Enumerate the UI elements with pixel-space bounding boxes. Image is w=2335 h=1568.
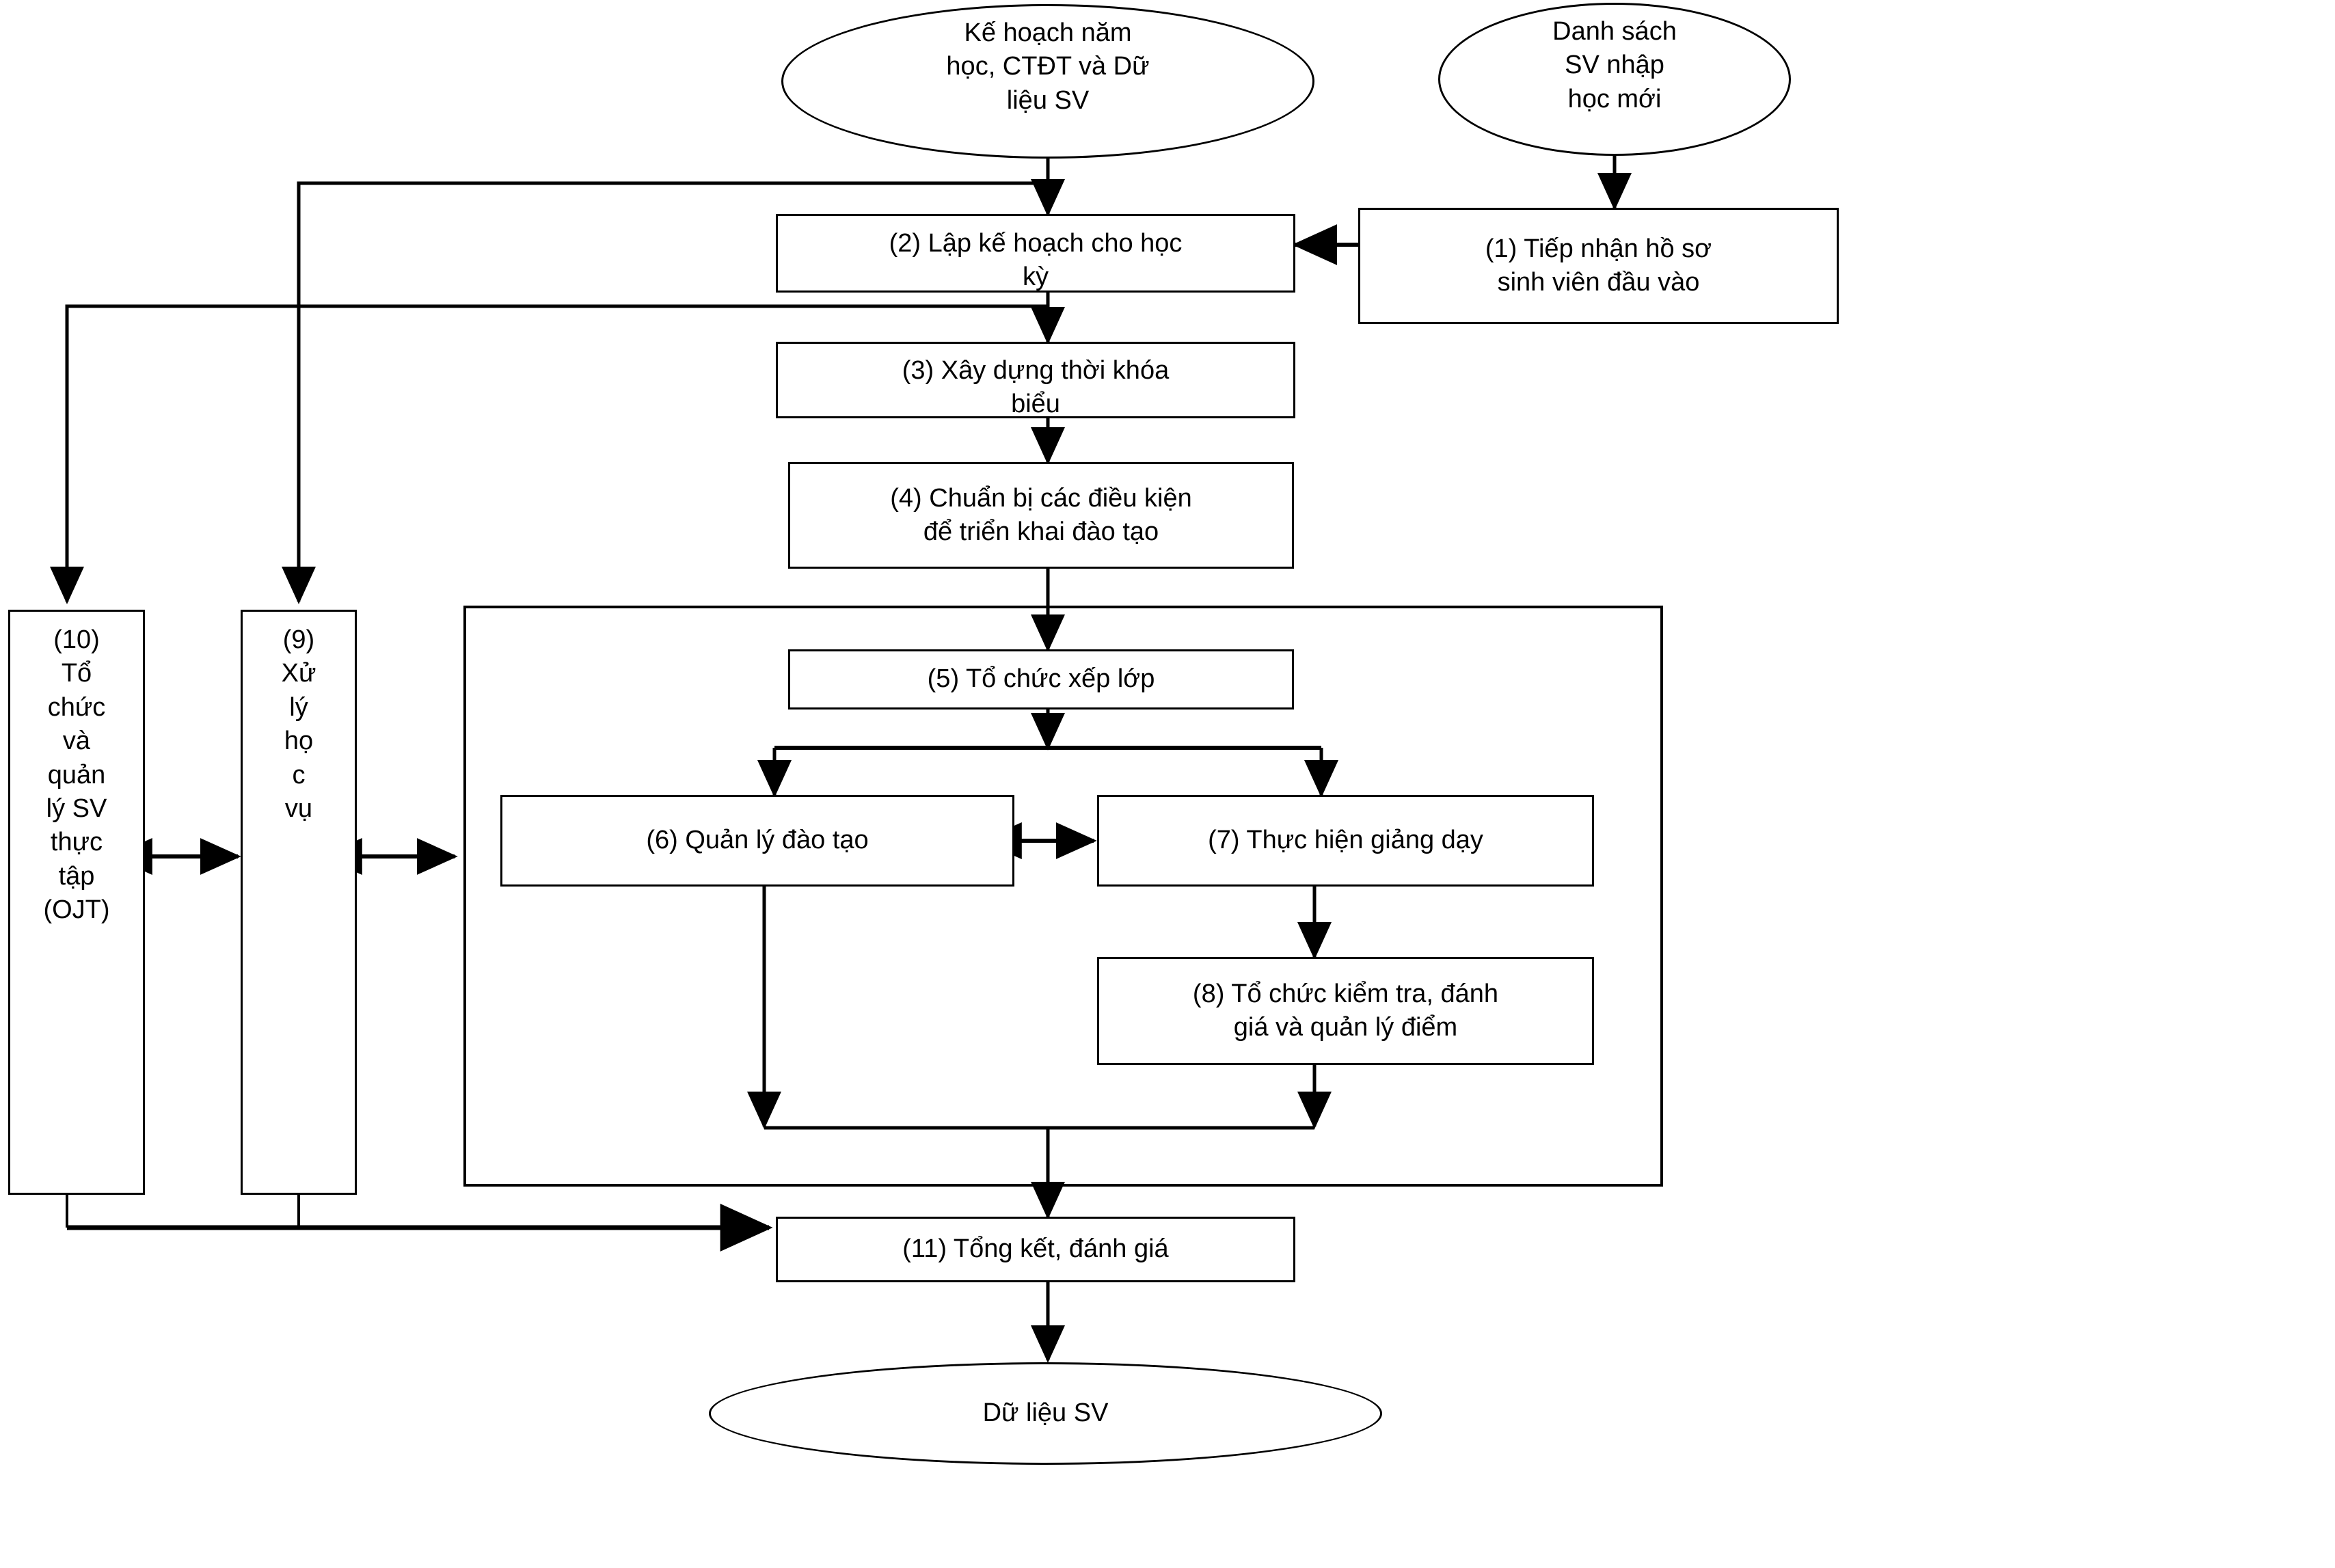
node-group-container-box[interactable] [463,606,1663,1187]
node-input-students-label: Danh sách SV nhập học mới [1552,17,1677,113]
node-step4-box[interactable] [788,462,1294,569]
node-step10-label: (10) Tổ chức và quản lý SV thực tập (OJT… [43,625,110,925]
node-step3-box[interactable] [776,342,1295,418]
node-step9-label: (9) Xử lý họ c vụ [281,625,316,823]
edge-step2-to-step10 [50,304,1048,605]
node-step2-label: (2) Lập kế hoạch cho học kỳ [889,229,1183,292]
node-step9-box[interactable] [241,610,357,1195]
node-input-plan-ellipse[interactable] [781,4,1314,159]
node-input-plan-label: Kế hoạch năm học, CTĐT và Dữ liệu SV [946,18,1150,115]
node-step11-box[interactable] [776,1217,1295,1282]
node-step1-box[interactable] [1358,208,1839,324]
node-step7-box[interactable] [1097,795,1594,887]
node-output-data-ellipse[interactable] [709,1362,1382,1465]
node-step6-box[interactable] [500,795,1014,887]
node-step5-box[interactable] [788,649,1294,709]
node-step10-box[interactable] [8,610,145,1195]
node-step3-label: (3) Xây dựng thời khóa biểu [902,356,1170,419]
node-step8-box[interactable] [1097,957,1594,1065]
node-input-students-ellipse[interactable] [1438,3,1791,156]
node-step2-box[interactable] [776,214,1295,293]
edge-step2-to-step9 [282,181,1048,605]
